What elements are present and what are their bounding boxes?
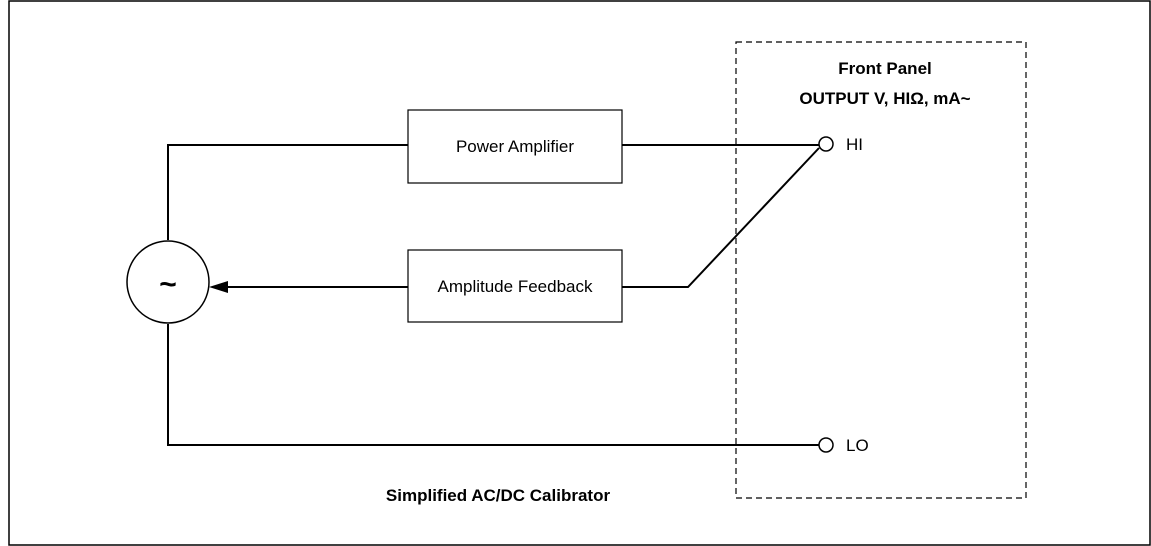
hi-terminal bbox=[818, 136, 834, 152]
lo-terminal-label: LO bbox=[846, 436, 869, 455]
wiring bbox=[167, 144, 820, 446]
power-amplifier-block bbox=[407, 109, 623, 184]
lo-terminal bbox=[818, 437, 834, 453]
diagram-frame bbox=[8, 0, 1151, 546]
amplitude-feedback-block bbox=[407, 249, 623, 323]
wire-hi-to-feedback bbox=[622, 147, 820, 288]
feedback-arrowhead bbox=[209, 281, 228, 293]
power-amplifier-label: Power Amplifier bbox=[456, 137, 574, 156]
hi-terminal-label: HI bbox=[846, 135, 863, 154]
ac-source bbox=[126, 240, 210, 324]
amplitude-feedback-label: Amplitude Feedback bbox=[438, 277, 593, 296]
wire-source-to-amplifier bbox=[167, 144, 408, 240]
diagram-caption: Simplified AC/DC Calibrator bbox=[386, 486, 611, 505]
wire-source-to-lo bbox=[167, 324, 820, 446]
front-panel-boundary bbox=[735, 41, 1027, 499]
ac-source-symbol: ~ bbox=[159, 268, 177, 301]
front-panel-title: Front Panel bbox=[838, 59, 932, 78]
front-panel-subtitle: OUTPUT V, HIΩ, mA~ bbox=[799, 89, 970, 108]
